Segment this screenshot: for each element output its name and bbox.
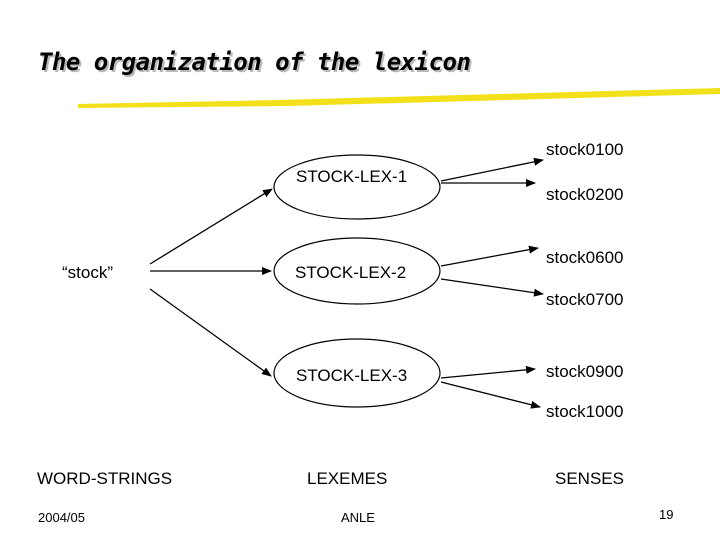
arrow-lex3-to-sense-1000 <box>440 381 541 409</box>
sense-label-0100: stock0100 <box>546 140 624 159</box>
arrow-lex2-to-sense-0700 <box>440 278 544 297</box>
footer-date: 2004/05 <box>38 510 85 525</box>
word-string-stock: “stock” <box>62 263 113 282</box>
column-heading-lexemes: LEXEMES <box>307 469 388 488</box>
arrow-word-to-lex3 <box>149 288 272 377</box>
column-heading-word-strings: WORD-STRINGS <box>37 469 173 488</box>
lexeme-label-3: STOCK-LEX-3 <box>296 366 408 385</box>
sense-label-1000: stock1000 <box>546 402 624 421</box>
arrow-lex3-to-sense-0900 <box>440 365 536 379</box>
sense-label-0900: stock0900 <box>546 362 624 381</box>
lexeme-node-1 <box>273 154 441 220</box>
arrow-lex1-to-sense-0100 <box>440 157 544 182</box>
lexeme-label-1: STOCK-LEX-1 <box>296 167 408 186</box>
sense-label-0700: stock0700 <box>546 290 624 309</box>
arrow-word-to-lex1 <box>149 188 273 265</box>
arrow-lex2-to-sense-0600 <box>440 245 539 267</box>
title-underline <box>78 88 720 108</box>
lexeme-node-2 <box>273 237 441 305</box>
sense-label-0200: stock0200 <box>546 185 624 204</box>
footer-author: ANLE <box>341 510 375 525</box>
column-heading-senses: SENSES <box>555 469 624 488</box>
footer-page-number: 19 <box>659 507 674 522</box>
slide-title: The organization of the lexicon <box>38 48 471 76</box>
sense-label-0600: stock0600 <box>546 248 624 267</box>
lexeme-node-3 <box>273 338 441 408</box>
lexeme-label-2: STOCK-LEX-2 <box>295 263 407 282</box>
underline-stroke <box>78 88 720 108</box>
